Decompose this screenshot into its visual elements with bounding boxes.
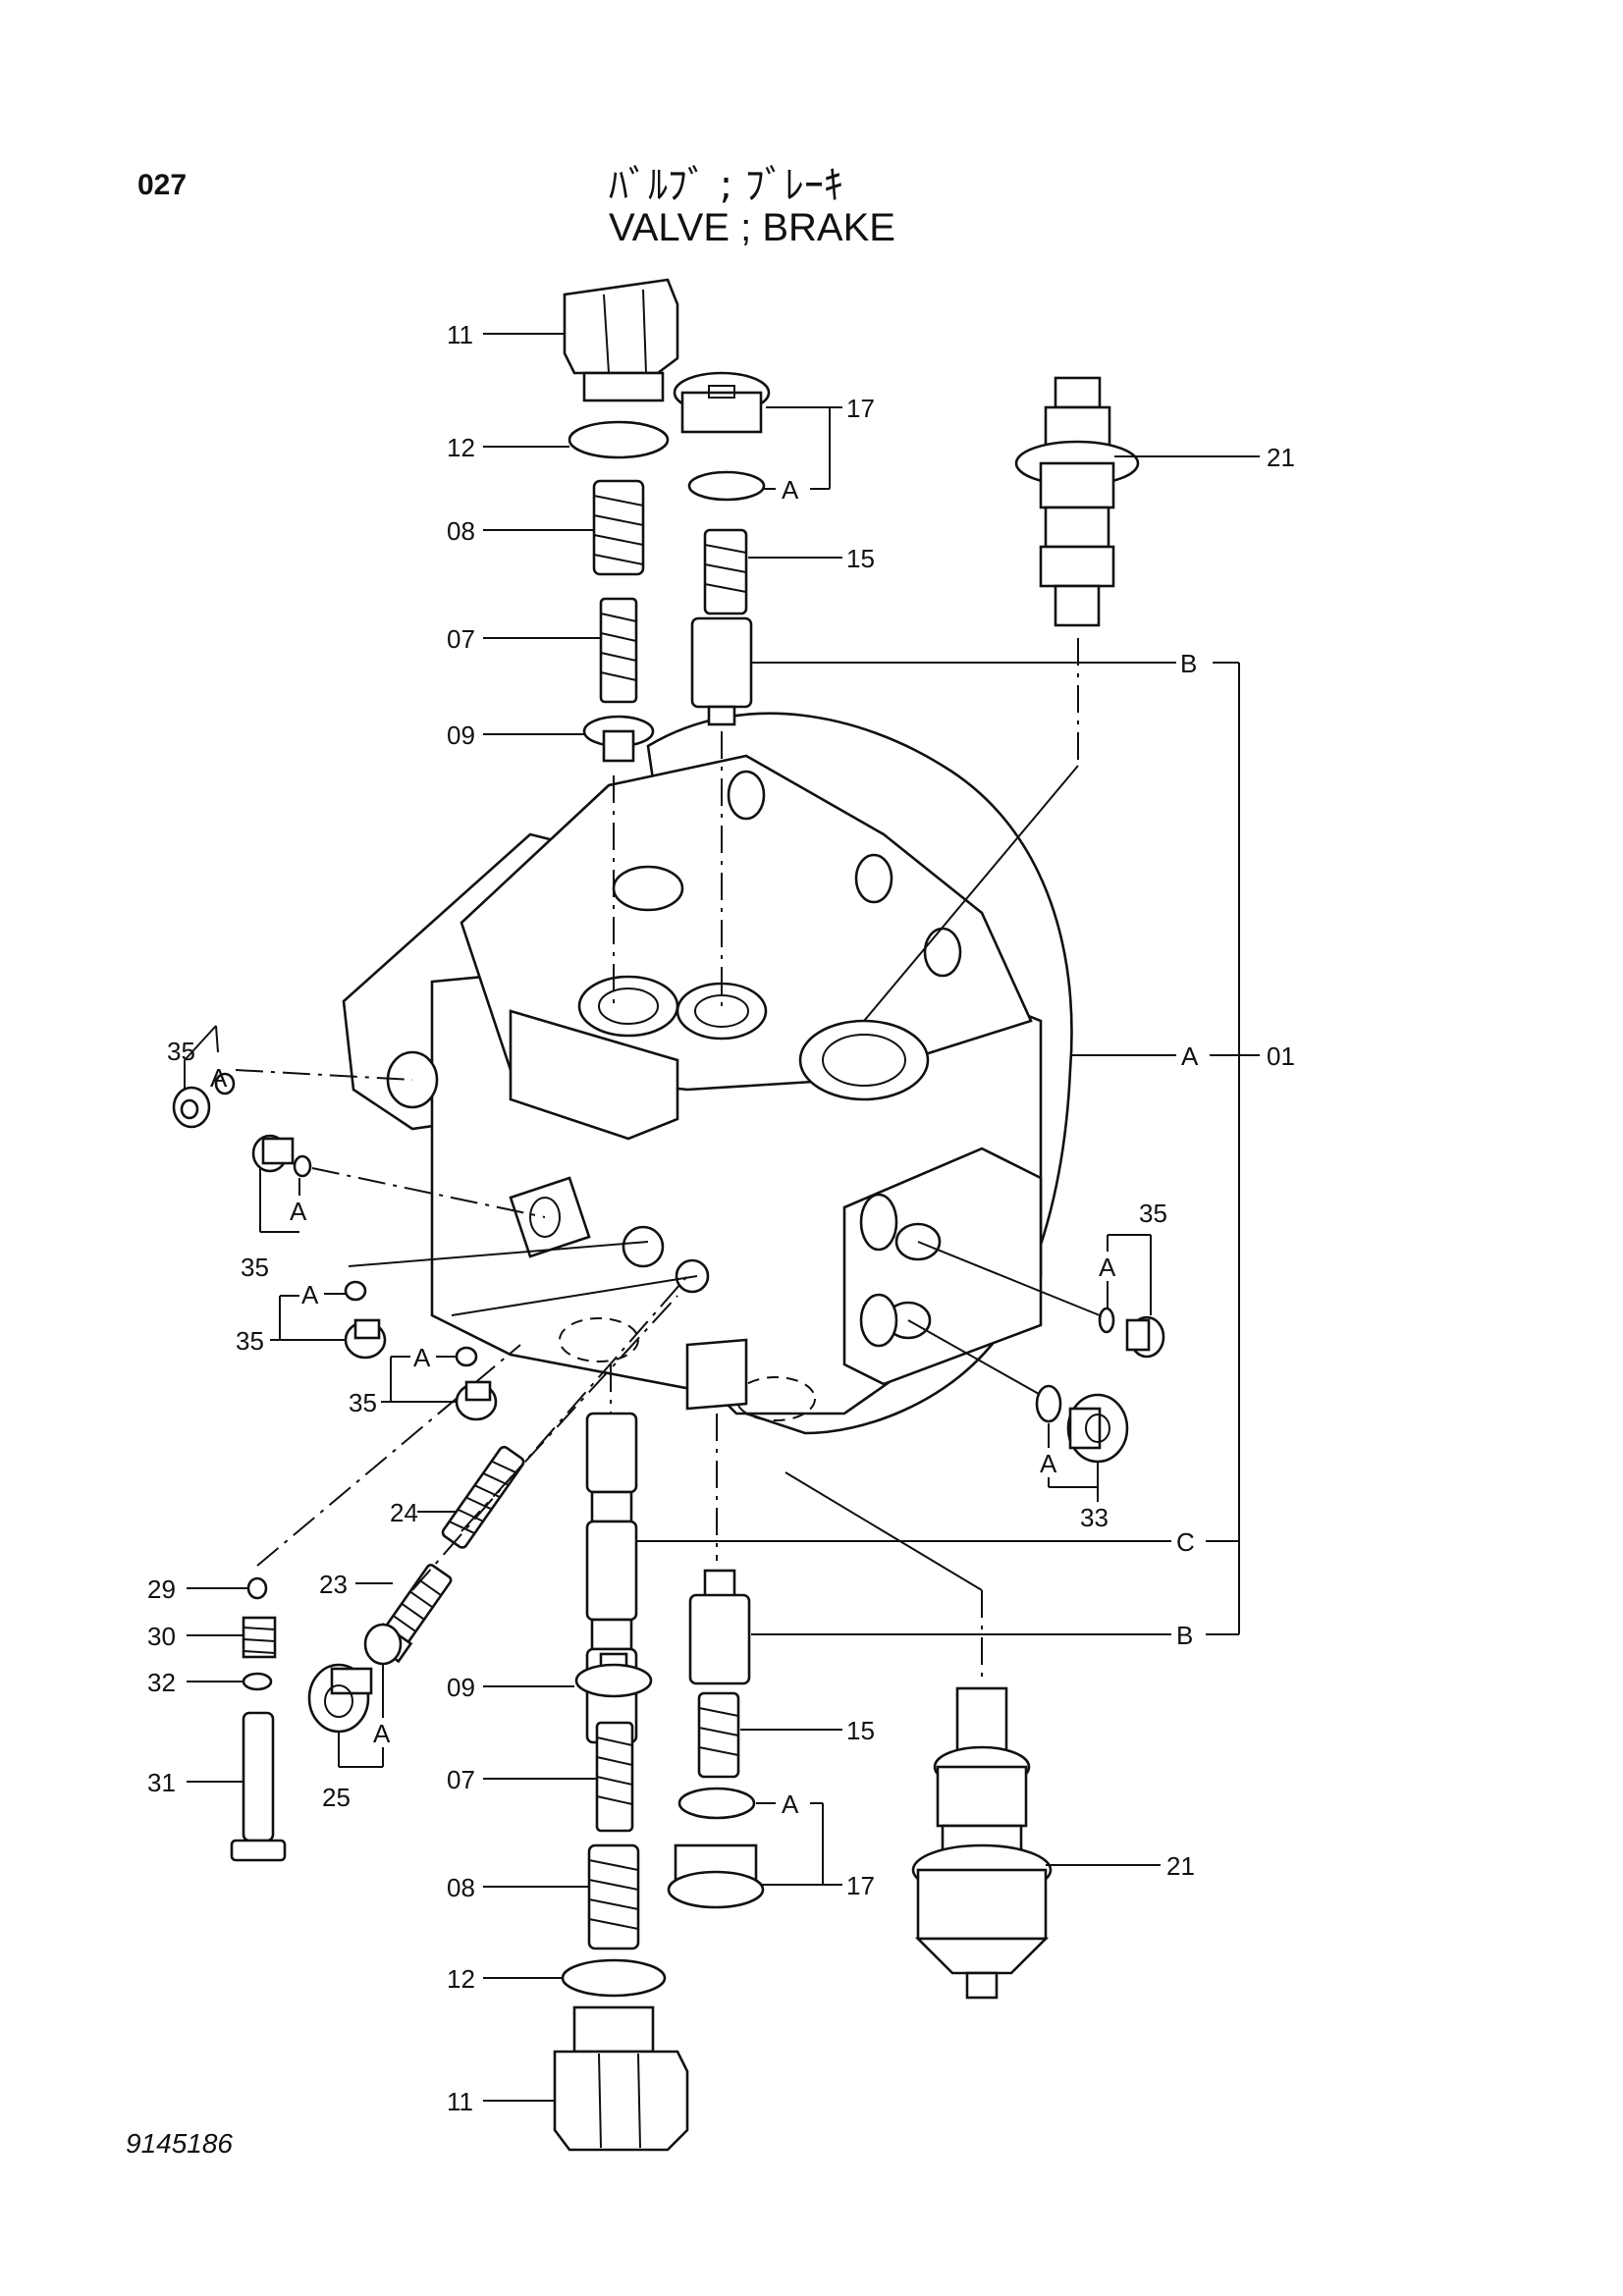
spring-24 (441, 1445, 525, 1549)
plug-11-top (563, 278, 679, 402)
plug-35-b (251, 1134, 295, 1173)
ref-a-35-b: A (290, 1197, 307, 1226)
callout-23: 23 (319, 1570, 348, 1599)
callout-32: 32 (147, 1668, 176, 1697)
spool-bottom (688, 1569, 751, 1685)
plug-11-bottom (553, 2005, 689, 2152)
callout-09-bottom: 09 (447, 1673, 475, 1702)
spring-08-bottom (587, 1843, 640, 1950)
o-ring-25 (363, 1623, 403, 1666)
callout-35-b: 35 (241, 1253, 269, 1282)
o-ring-12-top (568, 420, 670, 459)
plug-17-top (673, 371, 771, 434)
relief-valve-21-bottom (911, 1686, 1053, 2000)
o-ring-35-d (455, 1346, 478, 1367)
ref-a-35-e: A (1099, 1253, 1116, 1282)
callout-07-bottom: 07 (447, 1765, 475, 1794)
ref-b-top: B (1180, 649, 1197, 678)
callout-15-top: 15 (846, 544, 875, 573)
callout-30: 30 (147, 1622, 176, 1651)
spring-07-bottom (595, 1721, 634, 1833)
plug-30 (242, 1616, 277, 1659)
ref-a-35-c: A (301, 1280, 319, 1309)
callout-08-bottom: 08 (447, 1873, 475, 1902)
o-ring-35-a (214, 1072, 236, 1095)
callout-07-top: 07 (447, 624, 475, 654)
callout-35-d: 35 (349, 1388, 377, 1417)
callout-17-bottom: 17 (846, 1871, 875, 1900)
o-ring-29 (246, 1576, 268, 1600)
callout-25: 25 (322, 1783, 351, 1812)
callout-09-top: 09 (447, 721, 475, 750)
plug-35-e (1125, 1315, 1165, 1359)
spool-top (690, 616, 753, 726)
plug-25 (307, 1663, 373, 1734)
ref-a-01: A (1181, 1041, 1199, 1071)
o-ring-35-b (293, 1154, 312, 1178)
spring-08-top (592, 479, 645, 576)
callout-33: 33 (1080, 1503, 1109, 1532)
plug-35-a (172, 1086, 211, 1129)
ref-a-35-d: A (413, 1343, 431, 1372)
ref-a-17-top: A (782, 475, 799, 505)
callout-24: 24 (390, 1498, 418, 1527)
ref-c: C (1176, 1527, 1195, 1557)
callout-08-top: 08 (447, 516, 475, 546)
callout-leaders (184, 333, 1260, 2102)
plug-35-d (455, 1380, 498, 1421)
callout-21-top: 21 (1267, 443, 1295, 472)
valve-body-housing (342, 712, 1073, 1435)
callout-11-top: 11 (447, 320, 473, 349)
seat-09-bottom (574, 1652, 653, 1698)
ref-a-33: A (1040, 1449, 1057, 1478)
pin-31 (230, 1711, 287, 1862)
seat-09-top (582, 715, 655, 763)
callout-labels: 11 12 08 07 09 17 A 15 21 B A 01 C B 15 … (147, 320, 1295, 2116)
relief-valve-21-top (1014, 376, 1140, 627)
callout-11-bottom: 11 (447, 2087, 473, 2116)
o-ring-32 (242, 1672, 273, 1691)
spring-07-top (599, 597, 638, 704)
title-japanese: ﾊﾞﾙﾌﾞ ; ﾌﾞﾚｰｷ (609, 163, 843, 208)
ref-b-bottom: B (1176, 1621, 1193, 1650)
o-ring-33 (1035, 1384, 1062, 1423)
o-ring-12-bottom (561, 1958, 667, 1998)
callout-12-bottom: 12 (447, 1964, 475, 1994)
ref-a-17-bottom: A (782, 1789, 799, 1819)
callout-01: 01 (1267, 1041, 1295, 1071)
callout-21-bottom: 21 (1166, 1851, 1195, 1881)
callout-35-c: 35 (236, 1326, 264, 1356)
spring-15-top (703, 528, 748, 615)
callout-35-e: 35 (1139, 1199, 1167, 1228)
ref-a-25: A (373, 1719, 391, 1748)
page-number: 027 (137, 169, 188, 201)
callout-31: 31 (147, 1768, 176, 1797)
callout-35-a: 35 (167, 1037, 195, 1066)
o-ring-35-c (344, 1280, 367, 1302)
o-ring-35-e (1098, 1307, 1115, 1334)
spring-15-bottom (697, 1691, 740, 1779)
o-ring-17-top (687, 470, 766, 502)
plug-17-bottom (667, 1843, 765, 1909)
callout-17-top: 17 (846, 394, 875, 423)
ref-a-35-a: A (210, 1063, 228, 1093)
o-ring-17-bottom (677, 1787, 756, 1820)
plug-35-c (344, 1318, 387, 1360)
callout-29: 29 (147, 1575, 176, 1604)
drawing-number: 9145186 (126, 2128, 234, 2159)
callout-12-top: 12 (447, 433, 475, 462)
plug-33 (1066, 1393, 1129, 1464)
title-english: VALVE ; BRAKE (609, 206, 895, 249)
callout-15-bottom: 15 (846, 1716, 875, 1745)
